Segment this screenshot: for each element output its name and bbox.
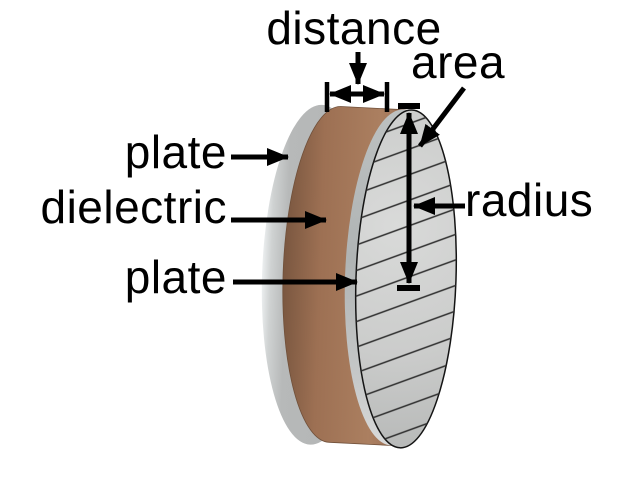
radius-label: radius <box>465 174 594 226</box>
area-label: area <box>411 36 506 88</box>
distance-label: distance <box>266 2 442 54</box>
dielectric-label: dielectric <box>40 181 227 233</box>
plate-top-label: plate <box>124 126 227 178</box>
annotations <box>231 52 466 291</box>
plate-bottom-label: plate <box>124 251 227 303</box>
area-pointer-arrow <box>418 86 466 148</box>
